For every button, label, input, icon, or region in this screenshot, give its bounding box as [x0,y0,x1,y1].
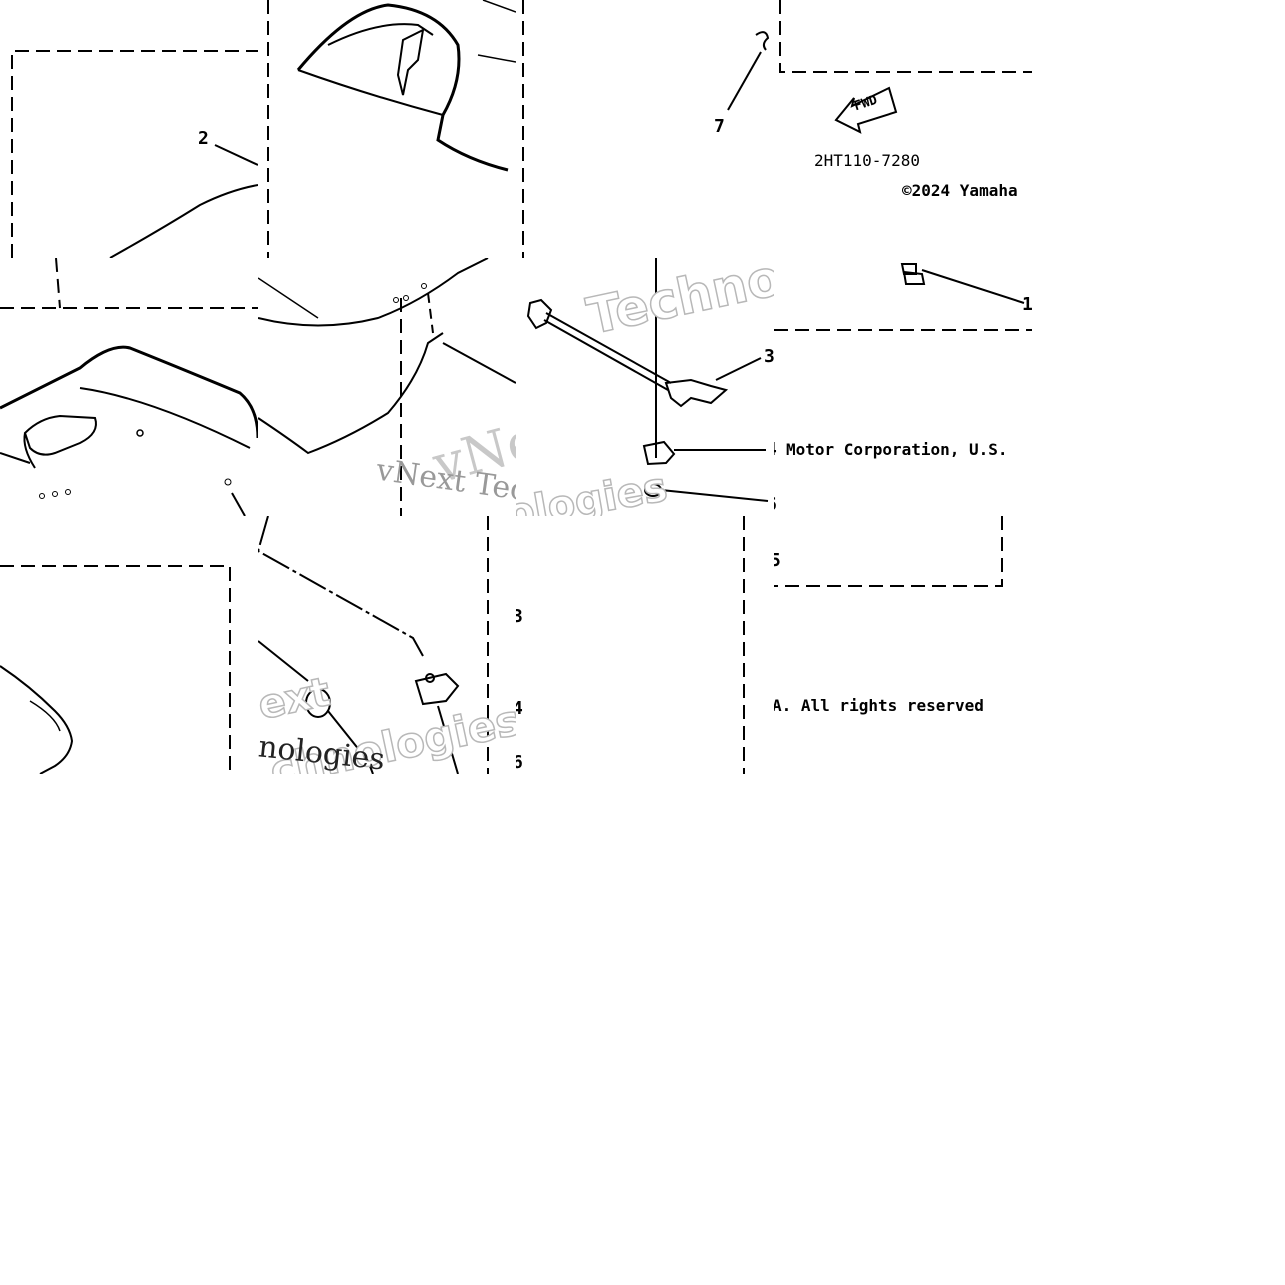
callout-3: 3 [764,346,774,367]
frame-corner-drawing [774,516,1003,587]
callout-4-lower: 4 [516,698,523,719]
seat-lock-bracket-drawing [258,516,489,774]
diagram-tile-r3c2: ext chnologies nologies [258,516,516,774]
diagram-tile-r3c3: 3 4 6 [516,516,774,774]
bolt-callout-drawing [522,0,770,258]
diagram-tile-r1c2 [258,0,516,258]
diagram-tile-r1c1: 2 [0,0,258,258]
callout-1: 1 [1022,294,1032,315]
callout-7: 7 [714,116,725,137]
bolt-detail-drawing [774,263,1032,331]
diagram-tile-r3c1 [0,516,258,774]
copyright-line-1: ©2024 Yamaha [902,181,1018,200]
callout-3-lower: 3 [516,606,523,627]
diagram-tile-r3c4: 5 A. All rights reserved [774,516,1032,774]
diagram-tile-r1c4: FWD 2HT110-7280 ©2024 Yamaha [774,0,1032,258]
rod-clip-drawing [526,258,769,502]
tail-cowl-drawing [267,0,516,258]
callout-4: 4 [774,439,777,460]
copyright-line-2: Motor Corporation, U.S. [786,440,1008,459]
part-code: 2HT110-7280 [814,151,920,170]
diagram-tile-r1c3: 7 [516,0,774,258]
seat-top-view-drawing [0,258,258,516]
seat-side-drawing [258,258,516,516]
callout-2: 2 [198,128,209,149]
seat-outline-drawing [11,50,258,258]
diagram-tile-r2c2: vNe vNext Tec [258,258,516,516]
callout-6-lower: 6 [516,752,523,773]
diagram-tile-r2c3: Techno ologies 3 8 9 [516,258,774,516]
callout-column-drawing [743,516,745,774]
callout-5: 5 [774,550,781,571]
callout-6: 6 [774,494,777,515]
diagram-tile-r2c4: 1 4 Motor Corporation, U.S. 6 [774,258,1032,516]
fwd-arrow-drawing [779,0,1032,134]
diagram-tile-r2c1 [0,258,258,516]
copyright-line-3: A. All rights reserved [774,696,984,715]
rear-seat-lower-drawing [0,565,231,774]
